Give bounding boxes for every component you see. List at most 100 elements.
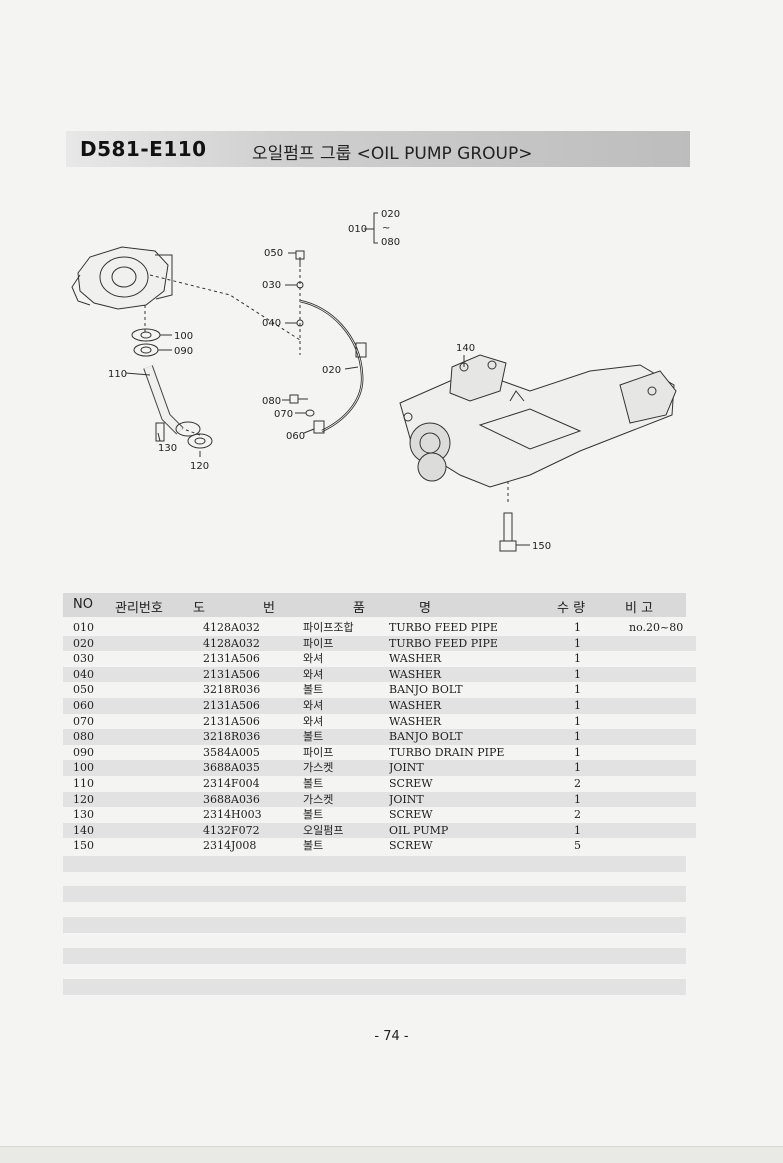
korean-name-cell: 가스켓 xyxy=(303,791,389,808)
header-drawing-2: 번 xyxy=(263,601,275,616)
english-name-cell: TURBO FEED PIPE xyxy=(389,621,498,634)
korean-name-cell: 와셔 xyxy=(303,652,324,666)
quantity-cell: 2 xyxy=(574,808,581,822)
remarks-cell xyxy=(629,791,696,808)
remarks-cell xyxy=(629,635,696,652)
quantity-cell: 1 xyxy=(574,666,629,683)
english-name-cell: WASHER xyxy=(389,666,574,683)
header-mgmt-no: 관리번호 xyxy=(115,601,163,616)
callout-080: 080 xyxy=(262,396,281,407)
header-qty: 수 량 xyxy=(557,601,586,616)
callout-110: 110 xyxy=(108,369,127,380)
page-number: - 74 - xyxy=(374,1029,409,1044)
remarks-cell xyxy=(629,822,696,839)
table-row: 070 2131A506 와셔 WASHER 1 xyxy=(63,714,696,730)
callout-070: 070 xyxy=(274,409,293,420)
quantity-cell: 1 xyxy=(574,621,581,634)
korean-name-cell: 볼트 xyxy=(303,683,324,697)
korean-name-cell: 볼트 xyxy=(303,729,389,745)
table-header: NO 관리번호 도 번 품 명 수 량 비 고 xyxy=(63,593,686,617)
callout-140: 140 xyxy=(456,343,475,354)
part-no-cell: 090 xyxy=(73,745,94,759)
remarks-cell xyxy=(629,776,696,792)
quantity-cell: 1 xyxy=(574,729,629,745)
callout-100: 100 xyxy=(174,331,193,342)
drawing-number-cell: 4128A032 xyxy=(203,635,303,652)
quantity-cell: 1 xyxy=(574,714,581,728)
empty-row-stripe xyxy=(63,886,686,902)
callout-040: 040 xyxy=(262,318,281,329)
english-name-cell: JOINT xyxy=(389,760,574,776)
empty-row-stripe xyxy=(63,917,686,933)
drawing-number-cell: 2314F004 xyxy=(203,776,260,790)
remarks-cell: no.20~80 xyxy=(629,621,684,634)
korean-name-cell: 와셔 xyxy=(303,697,389,714)
part-no-cell: 080 xyxy=(63,729,203,745)
quantity-cell: 2 xyxy=(574,776,581,790)
english-name-cell: WASHER xyxy=(389,652,442,666)
english-name-cell: TURBO FEED PIPE xyxy=(389,635,574,652)
part-no-cell: 010 xyxy=(73,621,94,634)
oil-pump-drawing xyxy=(399,354,677,488)
remarks-cell xyxy=(629,714,696,730)
quantity-cell: 1 xyxy=(574,745,581,759)
empty-row-stripe xyxy=(63,979,686,995)
part-no-cell: 150 xyxy=(73,839,94,853)
page-bottom-edge xyxy=(0,1146,783,1163)
remarks-cell xyxy=(629,651,696,667)
callout-030: 030 xyxy=(262,280,281,291)
remarks-cell xyxy=(629,666,696,683)
english-name-cell: JOINT xyxy=(389,791,574,808)
header-no: NO xyxy=(73,597,93,612)
callout-020-range: 020 xyxy=(381,209,400,220)
english-name-cell: WASHER xyxy=(389,714,442,728)
part-no-cell: 110 xyxy=(73,776,94,790)
korean-name-cell: 와셔 xyxy=(303,714,324,728)
header-remarks: 비 고 xyxy=(625,601,654,616)
korean-name-cell: 와셔 xyxy=(303,666,389,683)
callout-010: 010 xyxy=(348,224,367,235)
empty-row-stripe xyxy=(63,948,686,964)
drawing-number-cell: 3218R036 xyxy=(203,683,261,697)
header-name-2: 명 xyxy=(419,601,431,616)
quantity-cell: 1 xyxy=(574,652,581,666)
callout-090: 090 xyxy=(174,346,193,357)
drawing-number-cell: 2131A506 xyxy=(203,697,303,714)
korean-name-cell: 볼트 xyxy=(303,776,324,790)
remarks-cell xyxy=(629,729,696,745)
remarks-cell xyxy=(629,682,696,698)
remarks-cell xyxy=(629,760,696,776)
korean-name-cell: 가스켓 xyxy=(303,760,389,776)
quantity-cell: 1 xyxy=(574,791,629,808)
remarks-cell xyxy=(629,697,696,714)
drawing-number-cell: 2314J008 xyxy=(203,839,257,853)
part-no-cell: 050 xyxy=(73,683,94,697)
callout-060: 060 xyxy=(286,431,305,442)
turbocharger-drawing xyxy=(71,246,173,310)
callout-080-range: 080 xyxy=(381,237,400,248)
callout-120: 120 xyxy=(190,461,209,472)
group-code: D581-E110 xyxy=(80,137,207,161)
group-title: 오일펌프 그룹 <OIL PUMP GROUP> xyxy=(252,144,533,164)
remarks-cell xyxy=(629,838,696,854)
drawing-number-cell: 2131A506 xyxy=(203,714,260,728)
drawing-number-cell: 2314H003 xyxy=(203,808,262,822)
drawing-number-cell: 3688A035 xyxy=(203,760,303,776)
callout-050: 050 xyxy=(264,248,283,259)
part-no-cell: 140 xyxy=(63,822,203,839)
quantity-cell: 1 xyxy=(574,822,629,839)
part-no-cell: 040 xyxy=(63,666,203,683)
part-no-cell: 070 xyxy=(73,714,94,728)
quantity-cell: 1 xyxy=(574,697,629,714)
korean-name-cell: 오일펌프 xyxy=(303,822,389,839)
